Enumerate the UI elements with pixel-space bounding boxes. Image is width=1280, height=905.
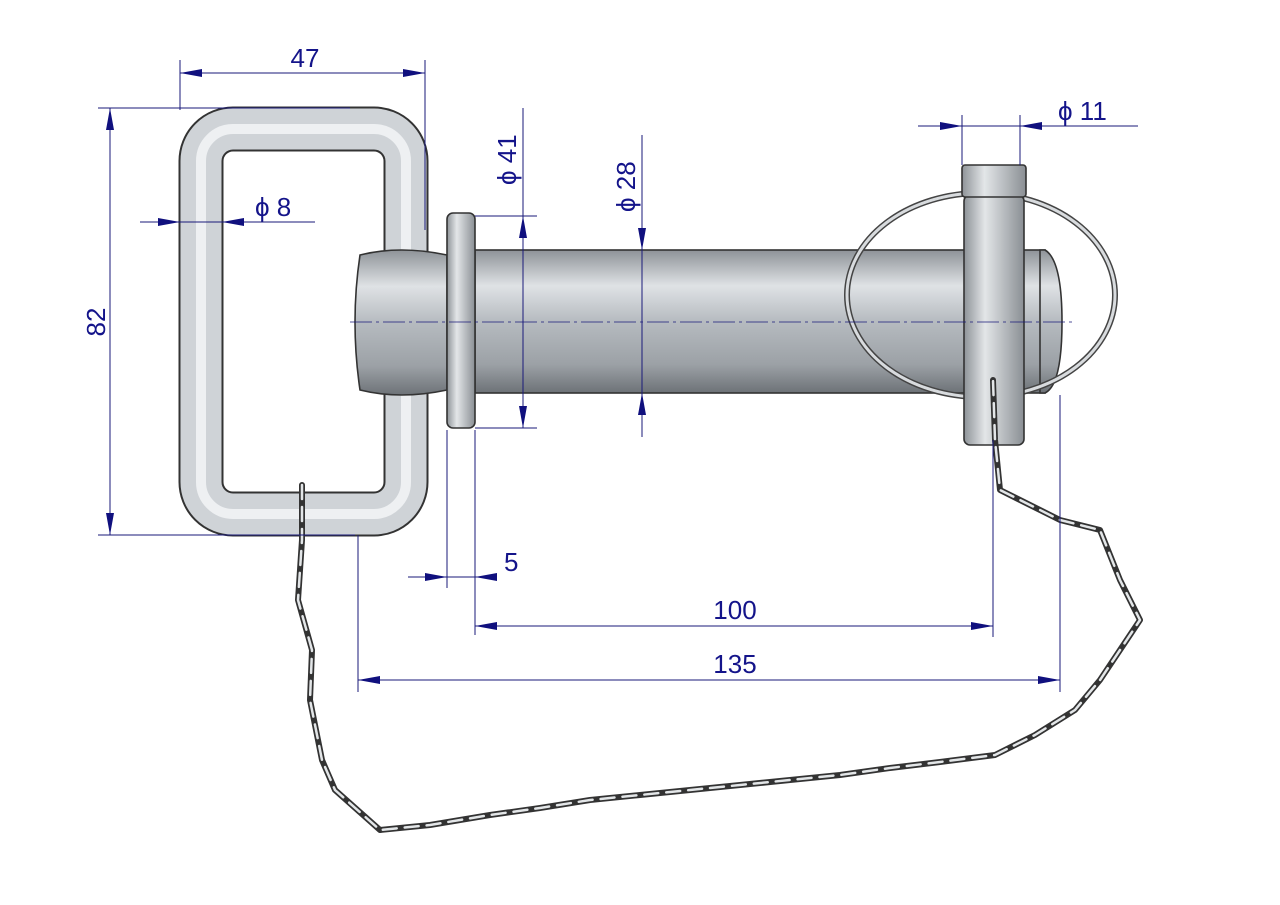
dim-total-length: 135	[713, 649, 756, 679]
dim-pin-diameter: ϕ 28	[611, 161, 641, 212]
dim-working-length: 100	[713, 595, 756, 625]
dim-flange-diameter: ϕ 41	[492, 134, 522, 185]
chain	[295, 377, 1143, 833]
dim-handle-width: 47	[291, 43, 320, 73]
dim-handle-height: 82	[81, 308, 111, 337]
dim-wire-diameter: ϕ 8	[255, 192, 291, 222]
clip-pin	[961, 164, 1027, 446]
dimension-lines	[98, 60, 1138, 692]
pin-body	[354, 212, 1063, 429]
dim-clip-diameter: ϕ 11	[1058, 96, 1107, 126]
dim-flange-thickness: 5	[504, 547, 518, 577]
